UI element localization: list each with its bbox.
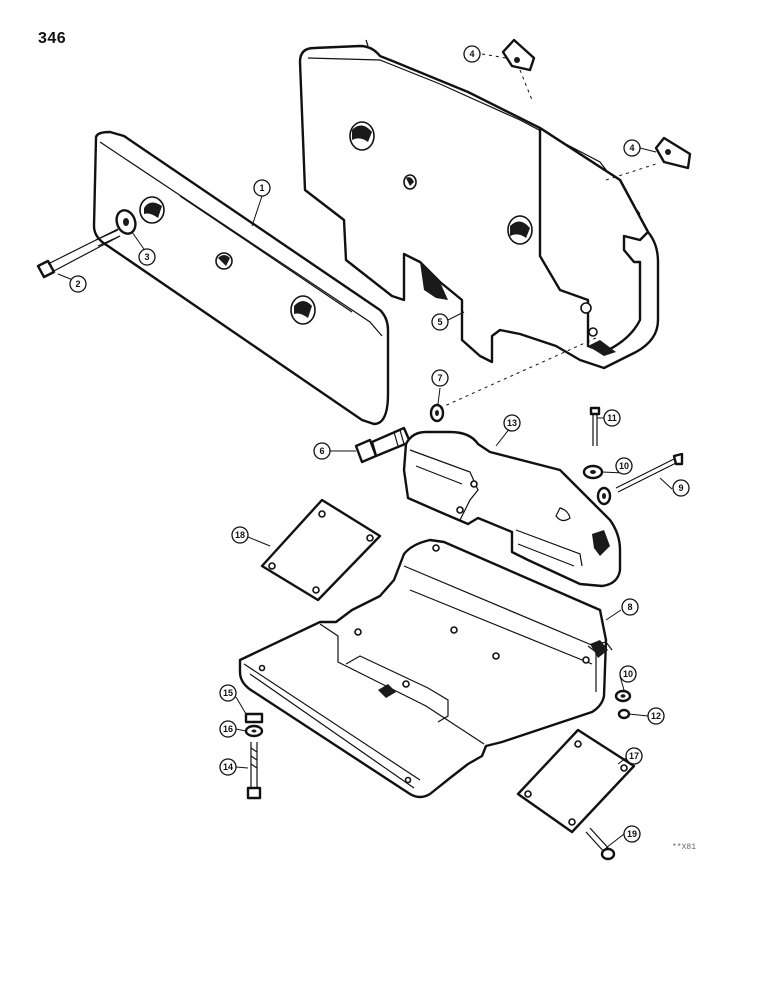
callout-18: 18 (231, 526, 249, 544)
part-8-base-plate (238, 538, 613, 799)
svg-text:8: 8 (627, 602, 632, 612)
callout-2: 2 (69, 275, 87, 293)
part-6-bolt (354, 426, 412, 464)
callout-19: 19 (623, 825, 641, 843)
part-12-nut (617, 708, 631, 720)
callout-8: 8 (621, 598, 639, 616)
callout-17: 17 (625, 747, 643, 765)
svg-text:6: 6 (319, 446, 324, 456)
svg-text:11: 11 (607, 413, 617, 423)
part-2-bolt (36, 228, 121, 279)
svg-text:18: 18 (235, 530, 245, 540)
svg-text:9: 9 (678, 483, 683, 493)
part-4-block-upper (501, 38, 536, 72)
callout-12: 12 (647, 707, 665, 725)
part-9-pin (615, 452, 684, 493)
reference-code: **X81 (672, 843, 697, 852)
svg-text:10: 10 (623, 669, 633, 679)
part-5-rear-weight (298, 39, 660, 370)
callout-10-lower: 10 (619, 665, 637, 683)
callout-15: 15 (219, 684, 237, 702)
callout-3: 3 (138, 248, 156, 266)
part-15-nut (244, 712, 264, 724)
part-1-front-weight-plate (92, 130, 390, 426)
svg-text:7: 7 (437, 373, 442, 383)
callout-5: 5 (431, 313, 449, 331)
part-18-pad (260, 498, 382, 602)
part-11-bolt (589, 406, 601, 446)
part-10-washer-upper (582, 464, 612, 506)
svg-text:14: 14 (223, 762, 233, 772)
svg-text:4: 4 (469, 49, 474, 59)
svg-text:5: 5 (437, 317, 442, 327)
svg-text:17: 17 (629, 751, 639, 761)
callout-6: 6 (313, 442, 331, 460)
part-14-bolt (246, 742, 262, 800)
callout-14: 14 (219, 758, 237, 776)
svg-text:1: 1 (259, 183, 264, 193)
callout-13: 13 (503, 414, 521, 432)
callout-9: 9 (672, 479, 690, 497)
part-17-pad (516, 728, 636, 834)
callout-4-upper: 4 (463, 45, 481, 63)
part-7-washer (429, 403, 445, 423)
svg-text:2: 2 (75, 279, 80, 289)
svg-text:15: 15 (223, 688, 233, 698)
svg-text:13: 13 (507, 418, 517, 428)
callout-4-lower: 4 (623, 139, 641, 157)
page-number: 346 (38, 30, 67, 47)
part-19-pin (585, 827, 616, 861)
callout-16: 16 (219, 720, 237, 738)
part-3-washer (115, 209, 137, 235)
svg-text:12: 12 (651, 711, 661, 721)
svg-text:16: 16 (223, 724, 233, 734)
callout-1: 1 (253, 179, 271, 197)
svg-text:4: 4 (629, 143, 634, 153)
callout-7: 7 (431, 369, 449, 387)
part-4-block-lower (654, 136, 692, 170)
part-10-washer-lower (614, 689, 632, 703)
callout-10-upper: 10 (615, 457, 633, 475)
svg-text:19: 19 (627, 829, 637, 839)
part-16-washer (244, 724, 264, 738)
callout-11: 11 (603, 409, 621, 427)
svg-text:10: 10 (619, 461, 629, 471)
part-13-bracket (402, 430, 622, 588)
svg-text:3: 3 (144, 252, 149, 262)
